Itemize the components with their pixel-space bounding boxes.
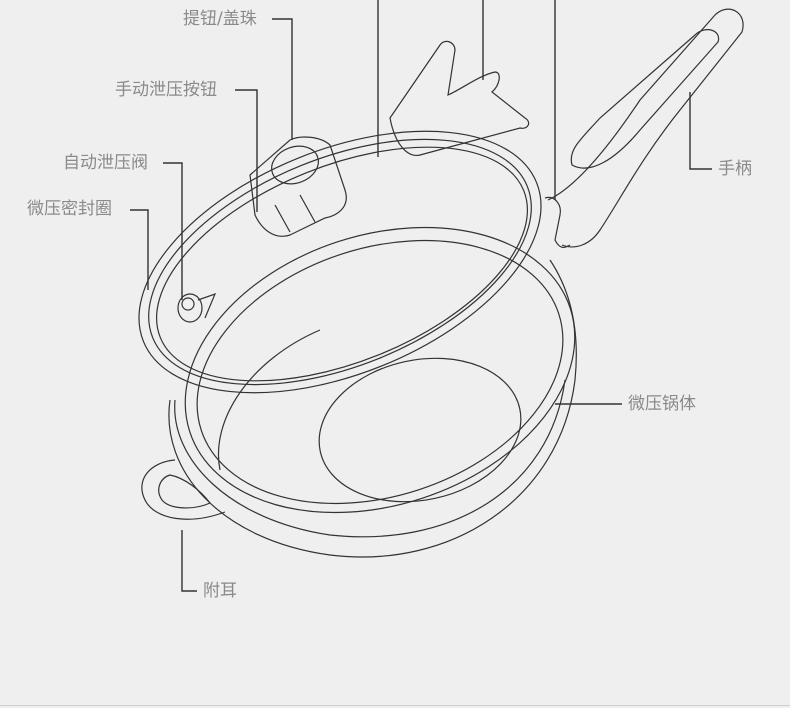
side-ear-shape	[141, 459, 226, 520]
leader-side-ear	[181, 530, 197, 592]
label-manual-release: 手动泄压按钮	[115, 80, 217, 100]
leader-seal-ring	[130, 209, 149, 290]
leader-manual-release	[235, 89, 258, 212]
lid-shape	[138, 130, 542, 394]
knob-shape	[249, 136, 347, 237]
label-auto-valve: 自动泄压阀	[63, 153, 148, 173]
auto-valve-shape	[177, 292, 217, 323]
handle-shape	[544, 8, 744, 248]
label-handle: 手柄	[718, 159, 752, 179]
leader-handle	[689, 92, 712, 170]
leader-auto-valve	[163, 162, 183, 300]
label-seal-ring: 微压密封圈	[27, 199, 112, 219]
label-pot-body: 微压锅体	[628, 394, 696, 414]
label-side-ear: 附耳	[203, 581, 237, 601]
lid-holder-shape	[389, 40, 530, 156]
leader-lines	[130, 0, 712, 592]
label-knob: 提钮/盖珠	[183, 9, 257, 29]
leader-knob	[272, 18, 293, 140]
bottom-divider	[0, 705, 790, 706]
pot-body-shape	[168, 226, 577, 558]
